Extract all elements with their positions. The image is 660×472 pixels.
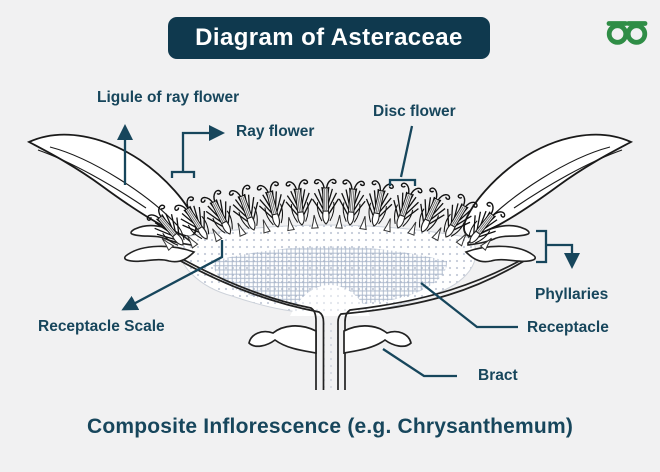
disc-flower-leader bbox=[399, 125, 414, 178]
label-disc-flower: Disc flower bbox=[373, 103, 456, 120]
ray-flower-bracket bbox=[170, 170, 196, 178]
bract-right bbox=[343, 325, 412, 355]
label-phyllaries: Phyllaries bbox=[535, 286, 609, 303]
label-receptacle-scale: Receptacle Scale bbox=[38, 318, 165, 335]
phyllaries-bracket bbox=[536, 229, 548, 264]
label-ray-flower: Ray flower bbox=[236, 123, 315, 140]
label-receptacle: Receptacle bbox=[527, 319, 609, 336]
geeksforgeeks-logo bbox=[606, 21, 648, 45]
involucre-and-stem bbox=[167, 250, 533, 390]
receptacle-inner-texture bbox=[212, 246, 448, 305]
page-title: Diagram of Asteraceae bbox=[195, 24, 463, 51]
disc-flower-bracket bbox=[388, 178, 417, 186]
phyllaries-right bbox=[464, 224, 537, 263]
receptacle-leader bbox=[420, 282, 518, 329]
bract-leader bbox=[382, 348, 457, 378]
figure-caption: Composite Inflorescence (e.g. Chrysanthe… bbox=[86, 415, 574, 438]
label-ligule-of-ray-flower: Ligule of ray flower bbox=[97, 89, 240, 106]
ray-flower-leader-arrow bbox=[181, 125, 225, 172]
stem-interior bbox=[324, 318, 338, 390]
label-bract: Bract bbox=[478, 367, 518, 384]
ray-flower-ligule-left bbox=[26, 133, 197, 238]
receptacle-scale-leader-arrow bbox=[121, 240, 224, 311]
bract-left bbox=[248, 325, 317, 355]
phyllaries-leader-arrow bbox=[546, 243, 580, 269]
title-banner: Diagram of Asteraceae bbox=[168, 17, 490, 59]
